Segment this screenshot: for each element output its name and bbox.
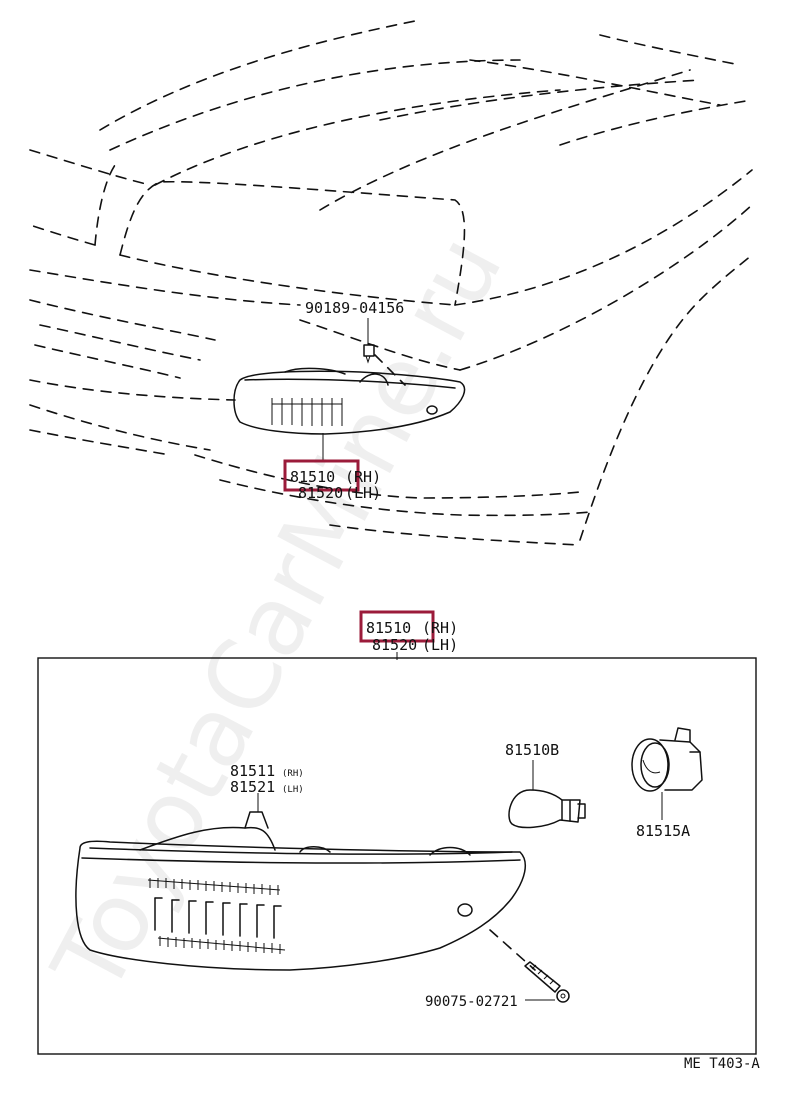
bolt-leader-dashed: [374, 354, 406, 386]
turn-lamp-louver: [271, 398, 343, 426]
assembly-rh-part-number-top: 81510: [290, 468, 335, 486]
assembly-rh-part-number-bottom: 81510: [366, 619, 411, 637]
turn-lamp-installed: [233, 367, 466, 435]
assembly-lh-suffix-top: (LH): [345, 484, 381, 502]
screw-leader-dashed: [489, 929, 536, 971]
housing-louver: [147, 878, 286, 954]
lens-rh-part-number: 81511: [230, 762, 275, 780]
assembly-rh-suffix-bottom: (RH): [422, 619, 458, 637]
bulb-icon: [508, 789, 586, 829]
assembly-lh-part-number-top: 81520: [298, 484, 343, 502]
exploded-view-frame: [37, 657, 757, 1055]
turn-lamp-housing: [75, 811, 527, 971]
lens-rh-suffix: (RH): [282, 769, 304, 779]
assembly-lh-part-number-bottom: 81520: [372, 636, 417, 654]
bulb-part-number: 81510B: [505, 741, 559, 759]
lens-lh-suffix: (LH): [282, 785, 304, 795]
watermark: ToyotaCarMine.ru: [31, 218, 524, 1012]
screw-icon: [524, 961, 570, 1003]
highlight-box-bottom: [359, 610, 435, 643]
bolt-part-number: 90189-04156: [305, 299, 404, 317]
bolt-icon-top: [363, 344, 375, 364]
watermark-text: ToyotaCarMine.ru: [31, 218, 524, 1012]
lens-lh-part-number: 81521: [230, 778, 275, 796]
car-body-outline: [29, 19, 753, 546]
highlight-box-top: [283, 459, 360, 492]
socket-part-number: 81515A: [636, 822, 690, 840]
assembly-rh-suffix-top: (RH): [345, 468, 381, 486]
diagram-code: ME T403-A: [684, 1056, 760, 1072]
socket-icon: [631, 727, 703, 792]
assembly-lh-suffix-bottom: (LH): [422, 636, 458, 654]
screw-part-number: 90075-02721: [425, 994, 518, 1010]
